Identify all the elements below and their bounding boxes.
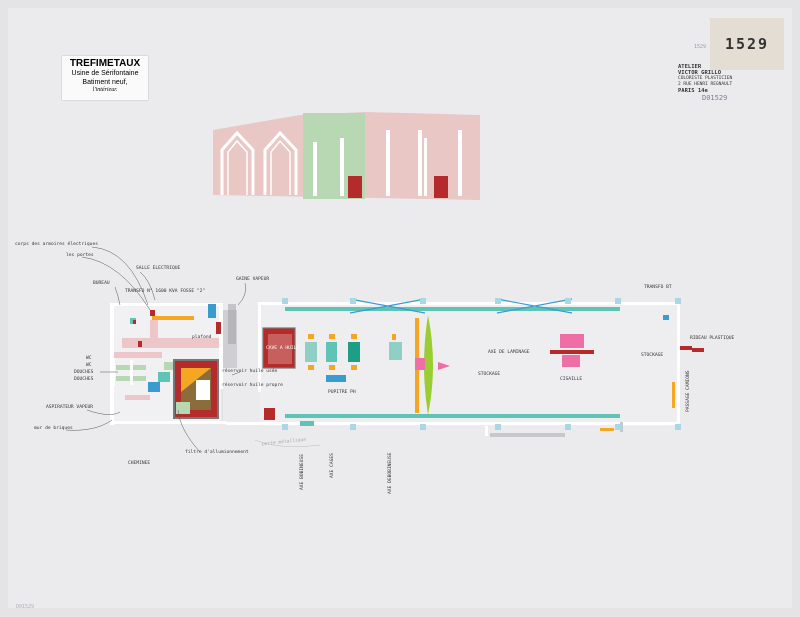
- label-douches-2: DOUCHES: [74, 377, 94, 382]
- label-mur: mur de briques: [34, 426, 73, 431]
- label-reservoir-2: réservoir huile propre: [222, 383, 283, 388]
- label-cisaille: CISAILLE: [560, 377, 583, 382]
- label-stockage-2: STOCKAGE: [641, 353, 664, 358]
- stamp-line: COLORISTE PLASTICIEN: [678, 76, 733, 81]
- label-pupitre: PUPITRE PH: [328, 390, 356, 395]
- stamp-line: ATELIER: [678, 64, 702, 70]
- label-axe-bobineuse: AXE BOBINEUSE: [300, 454, 305, 490]
- pencil-inventory: D01529: [16, 604, 35, 610]
- artist-stamp: ATELIER VICTOR GRILLO COLORISTE PLASTICI…: [678, 64, 732, 94]
- inventory-number: D01529: [702, 94, 728, 102]
- stamp-line: VICTOR GRILLO: [678, 70, 722, 76]
- label-salle: SALLE ELECTRIQUE: [136, 266, 181, 271]
- label-transfo-bt: TRANSFO BT: [644, 285, 672, 290]
- view-name: l'intérieur.: [92, 87, 118, 93]
- label-passage: PASSAGE CAMIONS: [686, 370, 691, 413]
- label-axe-cages: AXE CAGES: [330, 453, 335, 478]
- label-cave: CAVE A HUILE: [266, 346, 300, 351]
- title-label: TREFIMETAUX Usine de Sérifontaine Batime…: [62, 56, 148, 100]
- wall-elevation: [213, 112, 480, 200]
- site-name: Usine de Sérifontaine: [71, 70, 139, 77]
- label-filtre: filtre d'allumionnement: [185, 450, 249, 455]
- annex-plan: [110, 303, 237, 425]
- company-name: TREFIMETAUX: [69, 58, 141, 69]
- stamp-line: 2 RUE HENRI REGNAULT: [678, 82, 733, 87]
- leader-lines: [65, 246, 246, 453]
- label-corps: corps des armoires électriques: [15, 242, 98, 247]
- building-name: Batiment neuf,: [82, 79, 128, 86]
- label-douches-1: DOUCHES: [74, 370, 94, 375]
- label-transfo: TRANSFO N° 1600 KVA FOSSE "2": [125, 289, 206, 294]
- label-cheminee: CHEMINEE: [128, 461, 151, 466]
- tag-note: 1529: [694, 44, 707, 50]
- label-aspirateur: ASPIRATEUR VAPEUR: [46, 405, 94, 410]
- label-rideau: RIDEAU PLASTIQUE: [690, 336, 735, 341]
- stamp-line: PARIS 14e: [678, 88, 708, 94]
- label-axe-debobineuse: AXE DEBOBINEUSE: [388, 452, 393, 495]
- label-plafond: plafond: [192, 335, 212, 340]
- label-stockage-1: STOCKAGE: [478, 372, 501, 377]
- catalog-tag: 1529: [710, 18, 784, 70]
- label-portes: les portes: [66, 253, 94, 258]
- label-wc-2: WC: [86, 363, 92, 368]
- label-reservoir-1: réservoir huile usée: [222, 369, 278, 374]
- main-hall-plan: [226, 298, 704, 437]
- label-axe-laminage: AXE DE LAMINAGE: [488, 350, 530, 355]
- label-bureau: BUREAU: [93, 281, 110, 286]
- label-wc-1: WC: [86, 356, 92, 361]
- label-gaine: GAINE VAPEUR: [236, 277, 270, 282]
